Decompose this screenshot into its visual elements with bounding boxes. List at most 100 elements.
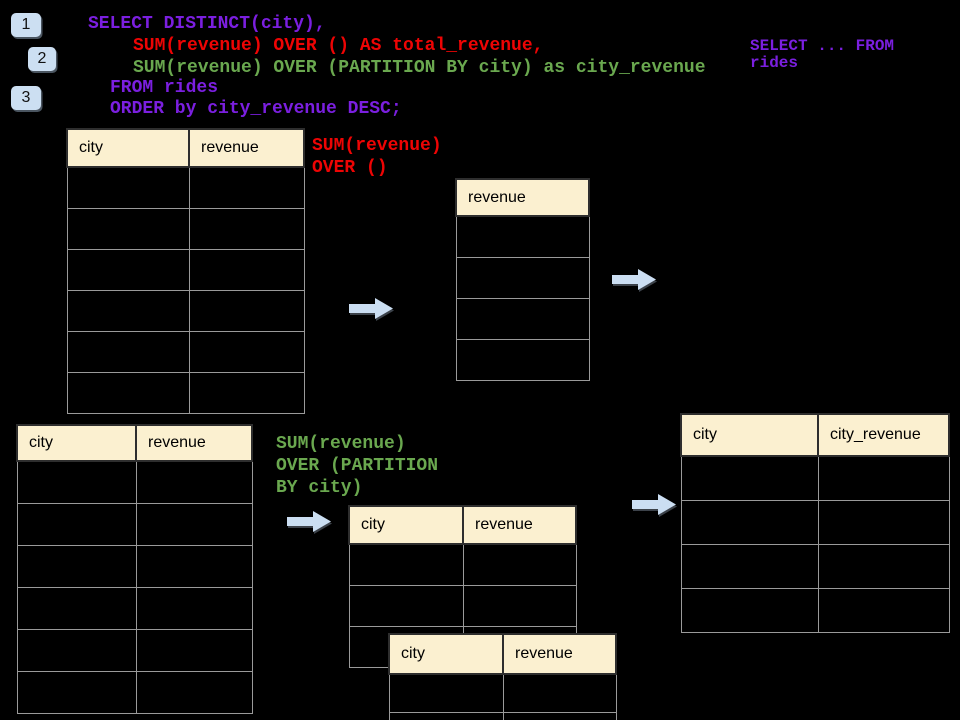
table-header-row: city revenue	[348, 505, 577, 545]
empty-cell	[135, 587, 253, 630]
empty-cell	[462, 543, 577, 586]
empty-cell	[817, 544, 950, 589]
empty-cell	[66, 249, 190, 291]
table-row	[680, 455, 950, 501]
table-row	[348, 543, 577, 586]
table-row	[455, 339, 590, 381]
table-row	[16, 545, 253, 588]
empty-cell	[16, 587, 137, 630]
table-header-row: city revenue	[66, 128, 305, 168]
empty-cell	[188, 166, 305, 209]
table-row	[388, 712, 617, 720]
sql-line-partition: SUM(revenue) OVER (PARTITION BY city) as…	[133, 58, 706, 78]
empty-cell	[817, 455, 950, 501]
empty-cell	[462, 585, 577, 627]
table-row	[66, 331, 305, 373]
empty-cell	[388, 673, 504, 713]
table-header-row: city revenue	[388, 633, 617, 675]
empty-cell	[348, 585, 464, 627]
right-arrow-icon	[348, 296, 394, 321]
column-header-city-revenue: city_revenue	[817, 413, 950, 457]
empty-cell	[188, 249, 305, 291]
empty-cell	[135, 671, 253, 714]
empty-cell	[135, 503, 253, 546]
empty-cell	[188, 208, 305, 250]
column-header-city: city	[388, 633, 504, 675]
table-row	[66, 290, 305, 332]
empty-cell	[16, 545, 137, 588]
table-row	[66, 166, 305, 209]
empty-cell	[16, 503, 137, 546]
partition-table-a: city revenue	[348, 505, 577, 668]
empty-cell	[16, 460, 137, 504]
step-badge-1: 1	[11, 13, 41, 37]
table-row	[455, 215, 590, 258]
empty-cell	[135, 460, 253, 504]
empty-cell	[455, 215, 590, 258]
column-header-city: city	[680, 413, 819, 457]
table-header-row: city city_revenue	[680, 413, 950, 457]
empty-cell	[680, 500, 819, 545]
column-header-city: city	[16, 424, 137, 462]
table-row	[66, 249, 305, 291]
sql-line-total-revenue: SUM(revenue) OVER () AS total_revenue,	[133, 36, 544, 56]
table-row	[455, 257, 590, 299]
table-row	[455, 298, 590, 340]
right-arrow-icon	[611, 267, 657, 292]
table-row	[16, 629, 253, 672]
empty-cell	[455, 257, 590, 299]
step-badge-3: 3	[11, 86, 41, 110]
sql-line-order-by: ORDER by city_revenue DESC;	[110, 99, 402, 119]
empty-cell	[817, 588, 950, 633]
step-badge-2: 2	[28, 47, 56, 71]
partition-annotation-line3: BY city)	[276, 478, 363, 498]
sql-line-select: SELECT DISTINCT(city),	[88, 14, 326, 34]
empty-cell	[66, 208, 190, 250]
source-table-bottom: city revenue	[16, 424, 253, 714]
table-header-row: city revenue	[16, 424, 253, 462]
empty-cell	[135, 629, 253, 672]
sql-line-from: FROM rides	[110, 78, 219, 98]
empty-cell	[680, 588, 819, 633]
snippet-select-from: SELECT ... FROM	[750, 37, 895, 55]
empty-cell	[66, 372, 190, 414]
empty-cell	[16, 629, 137, 672]
table-row	[680, 544, 950, 589]
city-revenue-result-table: city city_revenue	[680, 413, 950, 633]
table-header-row: revenue	[455, 178, 590, 217]
empty-cell	[188, 331, 305, 373]
empty-cell	[66, 290, 190, 332]
empty-cell	[135, 545, 253, 588]
table-row	[680, 588, 950, 633]
column-header-revenue: revenue	[188, 128, 305, 168]
snippet-rides: rides	[750, 54, 799, 72]
table-row	[16, 671, 253, 714]
empty-cell	[66, 331, 190, 373]
partition-table-b: city revenue	[388, 633, 617, 720]
table-row	[16, 460, 253, 504]
right-arrow-icon	[631, 492, 677, 517]
table-row	[388, 673, 617, 713]
empty-cell	[16, 671, 137, 714]
empty-cell	[817, 500, 950, 545]
total-revenue-annotation-line2: OVER ()	[312, 158, 388, 178]
column-header-revenue: revenue	[462, 505, 577, 545]
table-row	[66, 372, 305, 414]
total-revenue-annotation-line1: SUM(revenue)	[312, 136, 442, 156]
table-row	[16, 503, 253, 546]
table-row	[16, 587, 253, 630]
source-table-top: city revenue	[66, 128, 305, 414]
empty-cell	[502, 712, 617, 720]
empty-cell	[188, 372, 305, 414]
empty-cell	[680, 544, 819, 589]
column-header-revenue: revenue	[502, 633, 617, 675]
column-header-revenue: revenue	[135, 424, 253, 462]
column-header-city: city	[66, 128, 190, 168]
partition-annotation-line2: OVER (PARTITION	[276, 456, 439, 476]
table-row	[348, 585, 577, 627]
empty-cell	[680, 455, 819, 501]
empty-cell	[348, 543, 464, 586]
partition-annotation-line1: SUM(revenue)	[276, 434, 406, 454]
empty-cell	[455, 298, 590, 340]
